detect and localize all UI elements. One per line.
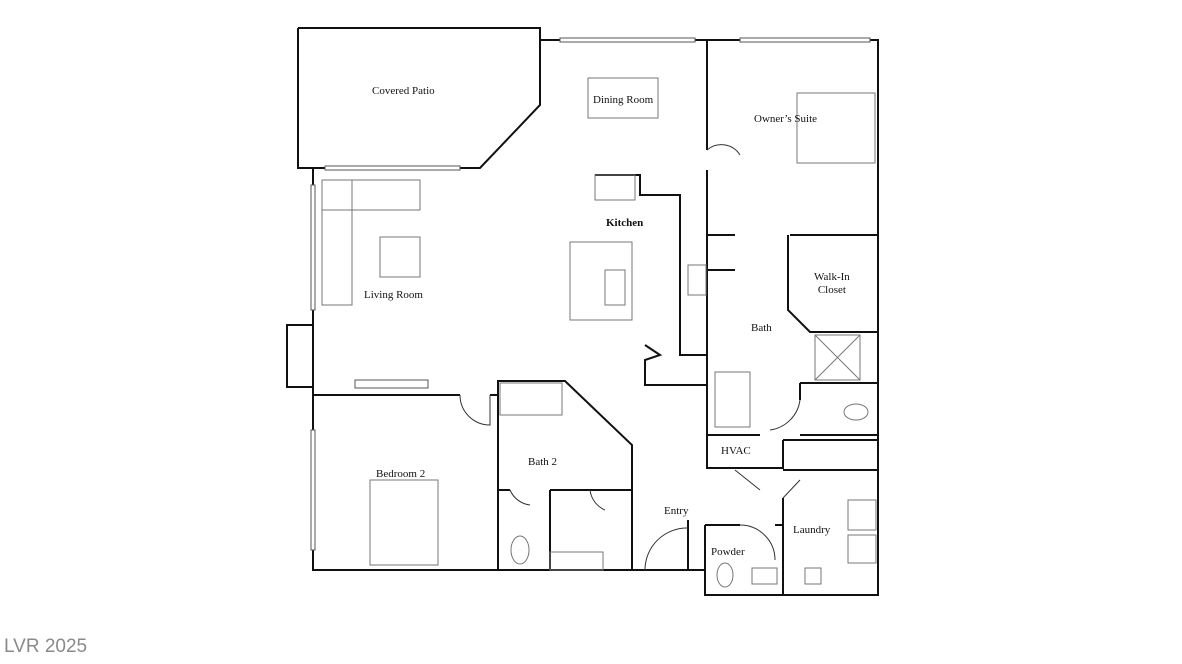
- room-label-walk-in-closet: Walk-In Closet: [814, 271, 850, 297]
- room-label-bath-2: Bath 2: [528, 456, 558, 468]
- room-label-dining-room: Dining Room: [593, 94, 654, 106]
- walk-in-line-1: Walk-In: [814, 271, 850, 283]
- room-label-kitchen: Kitchen: [606, 217, 644, 229]
- room-label-bath: Bath: [751, 322, 772, 334]
- room-label-powder: Powder: [711, 546, 745, 558]
- doors: [459, 144, 801, 571]
- room-label-entry: Entry: [664, 505, 689, 517]
- windows: [310, 37, 871, 551]
- room-label-laundry: Laundry: [793, 524, 831, 536]
- room-label-owners-suite: Owner’s Suite: [754, 113, 818, 125]
- room-label-covered-patio: Covered Patio: [372, 85, 435, 97]
- furniture: [321, 77, 877, 588]
- room-label-hvac: HVAC: [721, 445, 751, 457]
- room-label-living-room: Living Room: [364, 289, 423, 301]
- room-label-bedroom-2: Bedroom 2: [376, 468, 426, 480]
- watermark: LVR 2025: [4, 636, 88, 657]
- walk-in-line-2: Closet: [817, 284, 846, 296]
